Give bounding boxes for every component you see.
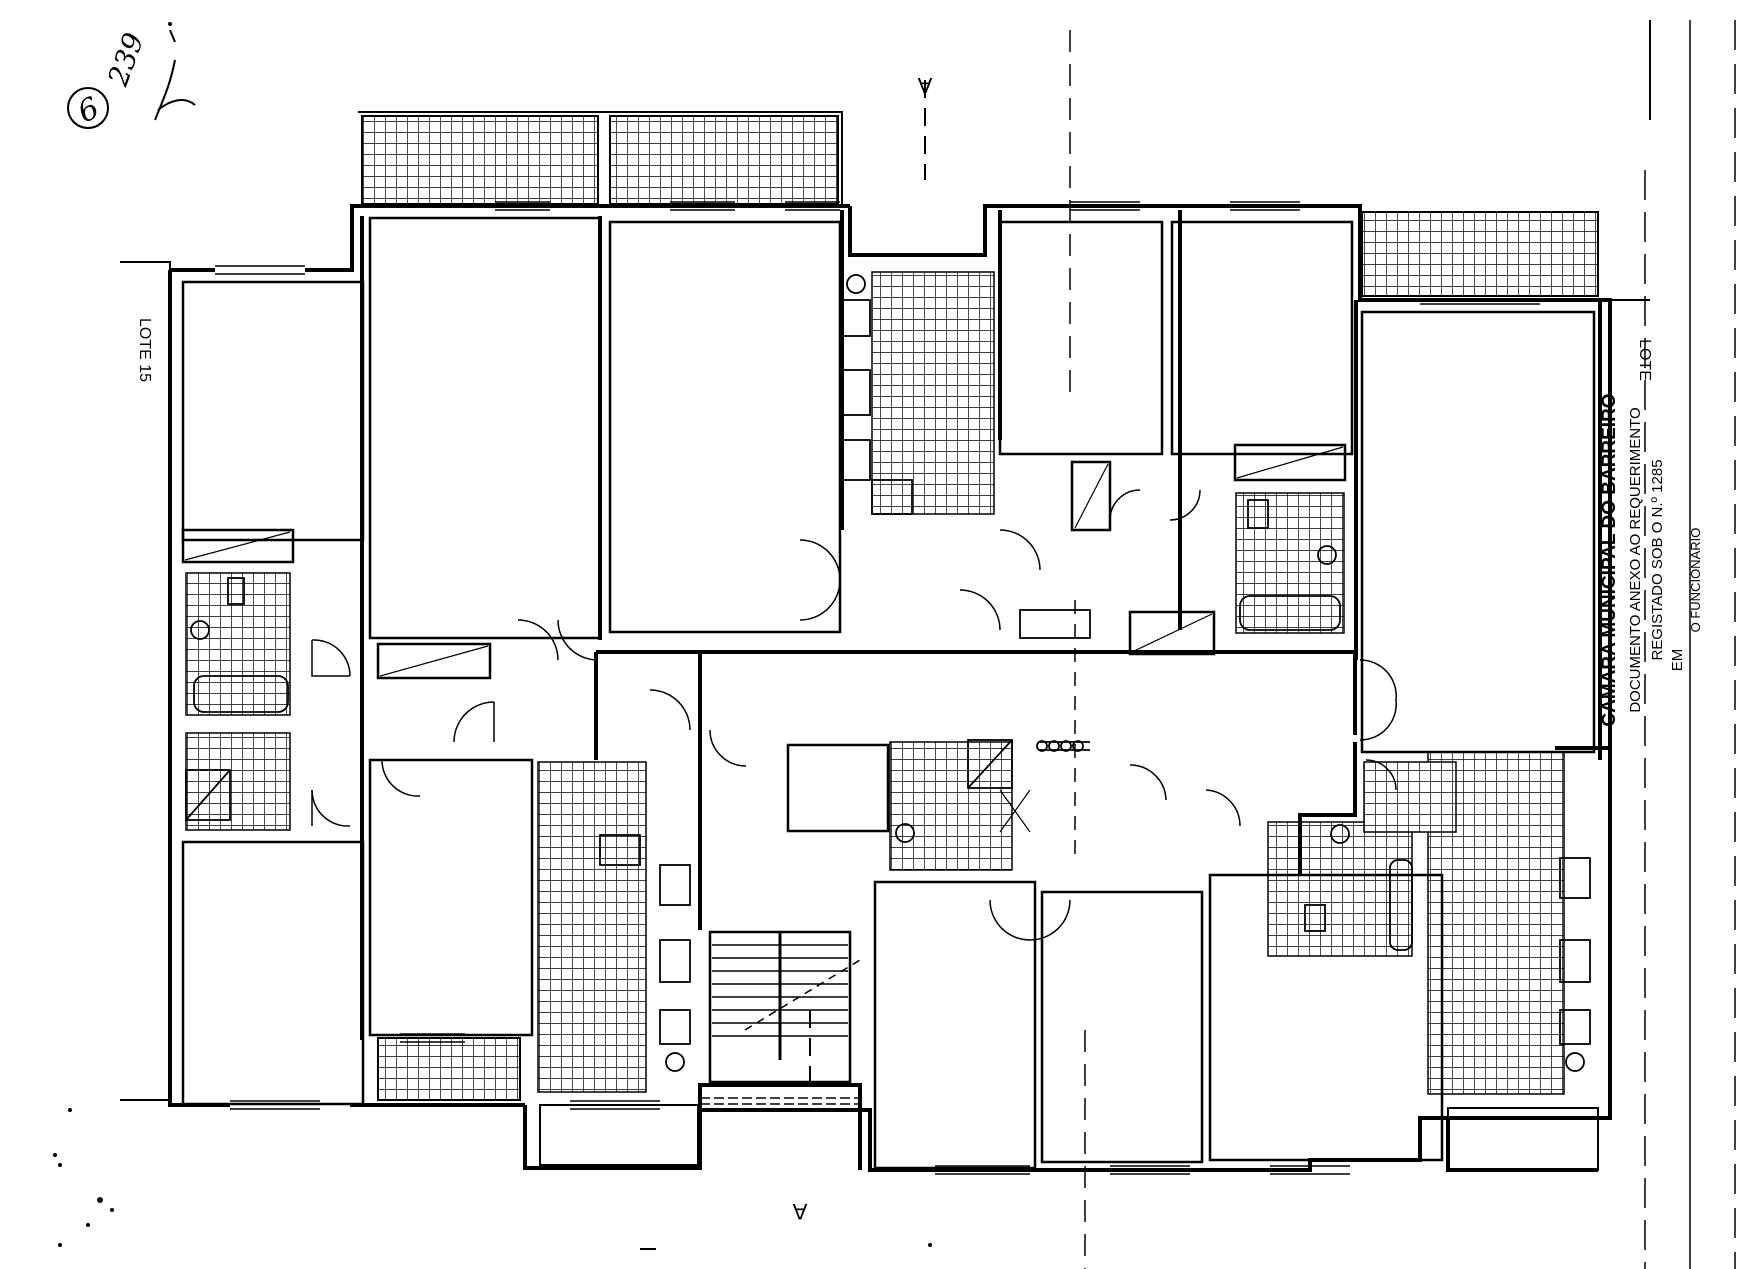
fridge [659, 1009, 691, 1045]
toilet [1304, 904, 1326, 932]
windows [215, 201, 1540, 1175]
sheet-ref: 239 [101, 28, 151, 90]
stair-treads [712, 932, 861, 1060]
balcony [609, 115, 839, 205]
stamp-line-3: REGISTADO SOB O N.º 1285 [1649, 459, 1666, 660]
stamp-line-1: CAMARA MUNICIPAL DO BARREIRO [1599, 393, 1620, 726]
washbasin [1330, 824, 1350, 844]
fridge [1559, 1009, 1591, 1045]
wet-areas [185, 271, 1565, 1095]
boiler [665, 1052, 685, 1072]
bathtub [1389, 859, 1413, 951]
bathroom-tiled [1235, 492, 1345, 634]
wardrobe [1070, 460, 1112, 532]
hob [659, 864, 691, 906]
bedroom [998, 220, 1164, 456]
living-room [873, 880, 1037, 1170]
section-cut-a [809, 20, 1736, 1269]
section-mark-top: A [917, 73, 932, 98]
toilet [1247, 499, 1269, 529]
washbasin [190, 620, 210, 640]
hob [841, 439, 871, 481]
stamp-line-5: O FUNCIONARIO [1688, 528, 1703, 633]
bathroom-tiled [1363, 761, 1457, 833]
fixtures [185, 274, 1591, 1072]
lot-right-label: LOTE [1636, 339, 1653, 381]
doors [311, 489, 1397, 941]
laundry-unit [599, 834, 641, 866]
bedroom [1040, 890, 1204, 1164]
washbasin [895, 823, 915, 843]
meter-box [1019, 609, 1091, 639]
kitchen-sink [659, 939, 691, 983]
wardrobe [181, 528, 295, 564]
rooms [181, 216, 1596, 1170]
wardrobe-diagonals [184, 446, 1344, 833]
boiler [846, 274, 866, 294]
bedroom [1208, 873, 1444, 1162]
kitchen-tiled [537, 761, 647, 1093]
bedroom [368, 216, 602, 640]
laundry-unit [871, 479, 913, 515]
shower [185, 769, 231, 821]
municipal-stamp: CAMARA MUNICIPAL DO BARREIRO DOCUMENTO A… [1599, 393, 1703, 726]
balcony [361, 115, 599, 205]
scan-noise [53, 22, 932, 1250]
boiler [1565, 1052, 1585, 1072]
kitchen-tiled [871, 271, 995, 515]
living-room [1360, 310, 1596, 754]
lift [786, 743, 890, 833]
sheet-annotation: 6 239 [67, 28, 196, 130]
balconies [358, 111, 1599, 1171]
toilet [227, 577, 245, 605]
bedroom [368, 758, 534, 1037]
lot-left-label: LOTE 15 [136, 318, 153, 382]
shower [967, 739, 1013, 789]
balcony [539, 1104, 699, 1166]
bathtub [193, 675, 289, 713]
stamp-line-4: EM [1669, 649, 1686, 672]
balcony [1361, 211, 1599, 297]
living-room [608, 220, 842, 634]
bathroom-tiled [1267, 821, 1413, 957]
bathroom-tiled [185, 572, 291, 716]
hob [1559, 857, 1591, 899]
fridge [841, 299, 871, 337]
wardrobe [1233, 443, 1347, 482]
initials-signature [154, 29, 196, 121]
kitchen-sink [1559, 939, 1591, 983]
bedroom [181, 280, 365, 542]
wardrobe [376, 642, 492, 680]
stamp-line-2: DOCUMENTO ANEXO AO REQUERIMENTO [1627, 407, 1644, 712]
kitchen-sink [841, 369, 871, 416]
balcony [377, 1037, 521, 1101]
section-mark-bottom: A [792, 1199, 807, 1224]
bathtub [1239, 595, 1341, 631]
bathroom-tiled [185, 732, 291, 831]
bedroom [181, 840, 365, 1106]
sheet-mark-circle [67, 87, 109, 129]
wardrobe [1128, 610, 1216, 656]
bedroom [1170, 220, 1354, 456]
washbasin [1317, 545, 1337, 565]
